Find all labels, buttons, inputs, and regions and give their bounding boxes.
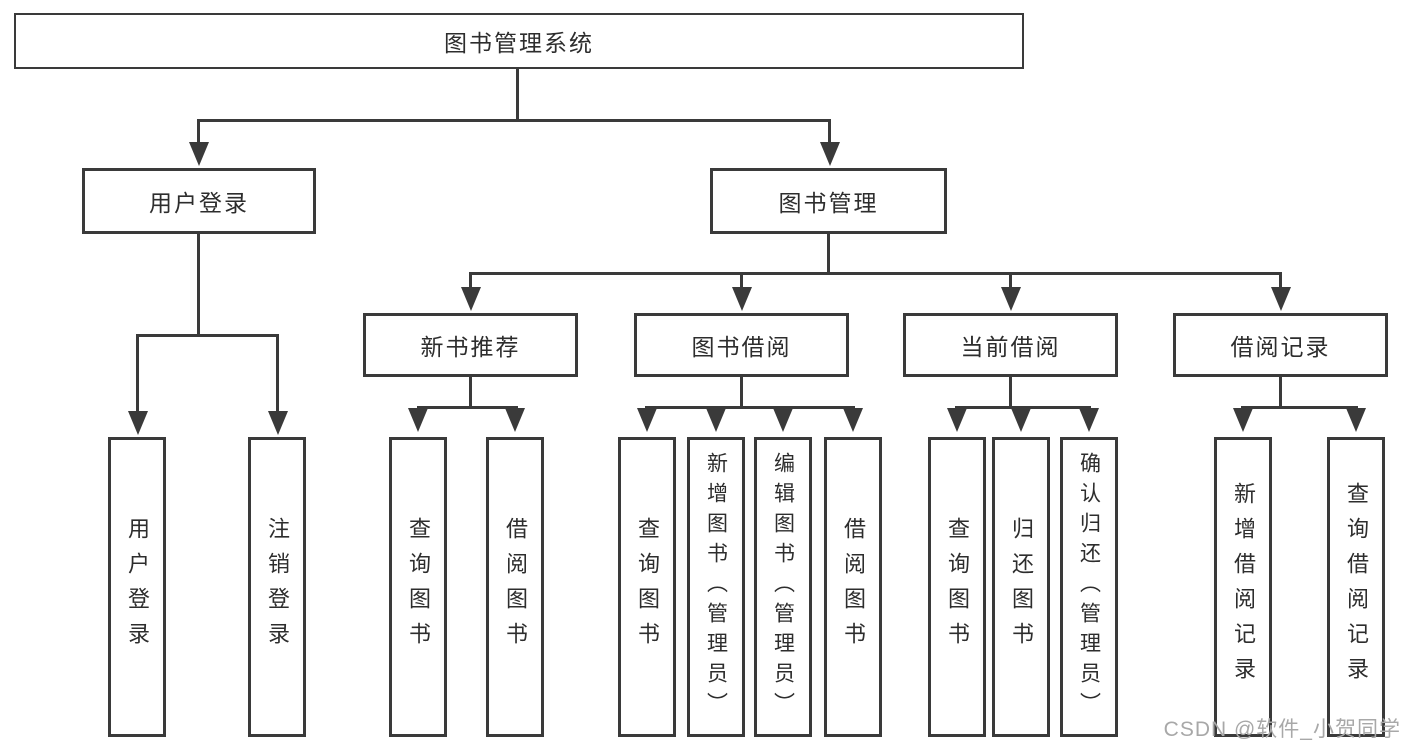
arrowhead-down-icon [268, 411, 288, 435]
node-user-login-branch: 用户登录 [82, 168, 316, 234]
connector-bookmgmt-drop-2 [740, 272, 743, 290]
connector-bookmgmt-drop-4 [1279, 272, 1282, 290]
node-user-login-branch-label: 用户登录 [149, 190, 249, 216]
node-current-borrowing-label: 当前借阅 [960, 334, 1061, 360]
arrowhead-down-icon [843, 408, 863, 432]
leaf-borrow-books-borrowing-label: 借阅图书 [841, 517, 866, 657]
arrowhead-down-icon [461, 287, 481, 311]
leaf-logout: 注销登录 [248, 437, 306, 737]
arrowhead-down-icon [1011, 408, 1031, 432]
leaf-query-books-recommend-label: 查询图书 [406, 517, 431, 657]
node-book-management: 图书管理 [710, 168, 947, 234]
leaf-logout-label: 注销登录 [265, 517, 290, 657]
leaf-query-borrow-record-label: 查询借阅记录 [1344, 482, 1369, 692]
connector-bookmgmt-stem [827, 234, 830, 275]
node-root-label: 图书管理系统 [444, 30, 594, 56]
connector-root-rail [197, 119, 831, 122]
leaf-return-books: 归还图书 [992, 437, 1050, 737]
node-current-borrowing: 当前借阅 [903, 313, 1118, 377]
node-new-book-recommend: 新书推荐 [363, 313, 578, 377]
connector-root-drop-left [197, 119, 200, 147]
leaf-query-books-recommend: 查询图书 [389, 437, 447, 737]
arrowhead-down-icon [1001, 287, 1021, 311]
connector-userlogin-stem [197, 234, 200, 337]
arrowhead-down-icon [637, 408, 657, 432]
connector-bookmgmt-rail [469, 272, 1282, 275]
arrowhead-down-icon [505, 408, 525, 432]
connector-newbook-rail [417, 406, 518, 409]
leaf-add-book-admin: 新增图书（管理员） [687, 437, 745, 737]
arrowhead-down-icon [706, 408, 726, 432]
arrowhead-down-icon [408, 408, 428, 432]
leaf-query-books-current: 查询图书 [928, 437, 986, 737]
connector-root-stem [516, 69, 519, 121]
arrowhead-down-icon [732, 287, 752, 311]
node-new-book-recommend-label: 新书推荐 [420, 334, 521, 360]
leaf-edit-book-admin: 编辑图书（管理员） [754, 437, 812, 737]
leaf-query-borrow-record: 查询借阅记录 [1327, 437, 1385, 737]
node-borrowing-records: 借阅记录 [1173, 313, 1388, 377]
leaf-add-borrow-record: 新增借阅记录 [1214, 437, 1272, 737]
leaf-confirm-return-admin: 确认归还（管理员） [1060, 437, 1118, 737]
leaf-add-book-admin-label: 新增图书（管理员） [704, 452, 728, 722]
connector-bookborrow-rail [645, 406, 855, 409]
connector-userlogin-drop-right [276, 334, 279, 412]
connector-bookmgmt-drop-1 [469, 272, 472, 290]
arrowhead-down-icon [128, 411, 148, 435]
connector-root-drop-right [828, 119, 831, 147]
arrowhead-down-icon [1233, 408, 1253, 432]
leaf-user-login: 用户登录 [108, 437, 166, 737]
leaf-add-borrow-record-label: 新增借阅记录 [1231, 482, 1256, 692]
csdn-watermark: CSDN @软件_小贺同学 [1163, 718, 1401, 741]
node-book-management-label: 图书管理 [778, 190, 879, 216]
connector-userlogin-drop-left [136, 334, 139, 412]
node-borrowing-records-label: 借阅记录 [1230, 334, 1331, 360]
arrowhead-down-icon [1079, 408, 1099, 432]
connector-records-stem [1279, 377, 1282, 408]
leaf-edit-book-admin-label: 编辑图书（管理员） [771, 452, 795, 722]
connector-records-rail [1241, 406, 1358, 409]
leaf-query-books-borrowing: 查询图书 [618, 437, 676, 737]
arrowhead-down-icon [773, 408, 793, 432]
leaf-query-books-current-label: 查询图书 [945, 517, 970, 657]
node-root: 图书管理系统 [14, 13, 1024, 69]
node-book-borrowing-label: 图书借阅 [691, 334, 792, 360]
arrowhead-down-icon [189, 142, 209, 166]
connector-userlogin-rail [136, 334, 279, 337]
connector-bookmgmt-drop-3 [1009, 272, 1012, 290]
arrowhead-down-icon [820, 142, 840, 166]
leaf-confirm-return-admin-label: 确认归还（管理员） [1077, 452, 1101, 722]
arrowhead-down-icon [947, 408, 967, 432]
arrowhead-down-icon [1271, 287, 1291, 311]
connector-newbook-stem [469, 377, 472, 408]
arrowhead-down-icon [1346, 408, 1366, 432]
leaf-borrow-books-borrowing: 借阅图书 [824, 437, 882, 737]
connector-bookborrow-stem [740, 377, 743, 408]
leaf-borrow-books-recommend-label: 借阅图书 [503, 517, 528, 657]
leaf-borrow-books-recommend: 借阅图书 [486, 437, 544, 737]
node-book-borrowing: 图书借阅 [634, 313, 849, 377]
leaf-return-books-label: 归还图书 [1009, 517, 1034, 657]
connector-currentborrow-stem [1009, 377, 1012, 408]
leaf-query-books-borrowing-label: 查询图书 [635, 517, 660, 657]
connector-currentborrow-rail [955, 406, 1091, 409]
leaf-user-login-label: 用户登录 [125, 517, 150, 657]
